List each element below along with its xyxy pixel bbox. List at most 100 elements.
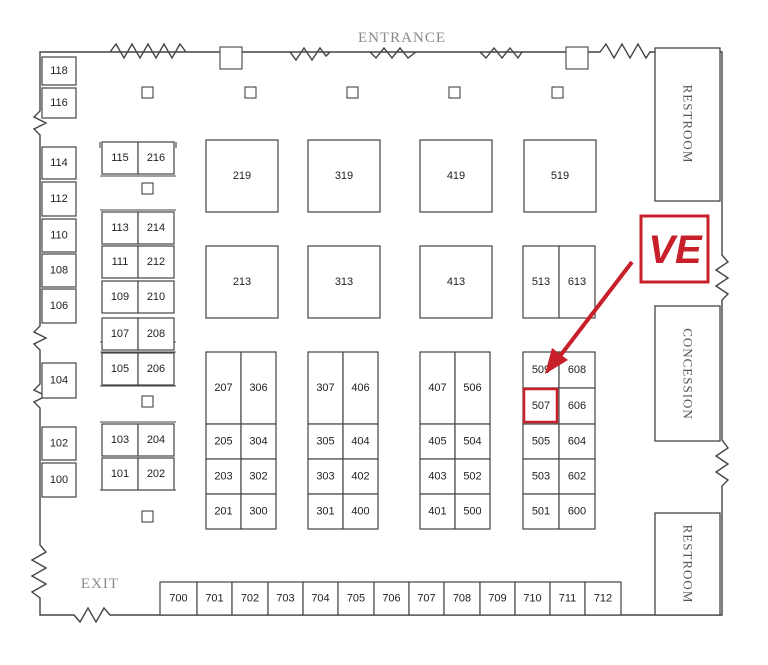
booth-303[interactable]: 303 [307,458,344,495]
booth-413[interactable]: 413 [419,245,493,319]
booth-703[interactable]: 703 [267,581,304,616]
booth-111[interactable]: 111 [101,245,139,279]
booth-104[interactable]: 104 [41,362,77,399]
booth-label: 401 [428,506,446,518]
booth-label: 504 [463,436,481,448]
booth-label: 206 [147,363,165,375]
booth-112[interactable]: 112 [41,181,77,217]
booth-110[interactable]: 110 [41,218,77,253]
booth-207[interactable]: 207 [205,351,242,425]
booth-label: 304 [249,436,267,448]
booth-118[interactable]: 118 [41,56,77,86]
booth-106[interactable]: 106 [41,288,77,324]
booth-600[interactable]: 600 [558,493,596,530]
booth-501[interactable]: 501 [522,493,560,530]
booth-label: 301 [316,506,334,518]
booth-406[interactable]: 406 [342,351,379,425]
booth-219[interactable]: 219 [205,139,279,213]
booth-319[interactable]: 319 [307,139,381,213]
booth-label: 115 [111,152,129,164]
restroom-top[interactable]: RESTROOM [654,47,721,202]
booth-708[interactable]: 708 [443,581,481,616]
booth-604[interactable]: 604 [558,423,596,460]
booth-201[interactable]: 201 [205,493,242,530]
booth-label: 219 [233,170,251,182]
booth-105[interactable]: 105 [101,352,139,386]
booth-label: 116 [50,97,68,109]
booth-502[interactable]: 502 [454,458,491,495]
booth-208[interactable]: 208 [137,317,175,351]
booth-102[interactable]: 102 [41,426,77,461]
booth-419[interactable]: 419 [419,139,493,213]
booth-709[interactable]: 709 [479,581,516,616]
booth-705[interactable]: 705 [337,581,375,616]
booth-711[interactable]: 711 [549,581,586,616]
booth-707[interactable]: 707 [408,581,445,616]
booth-108[interactable]: 108 [41,253,77,288]
booth-109[interactable]: 109 [101,280,139,314]
booth-402[interactable]: 402 [342,458,379,495]
booth-301[interactable]: 301 [307,493,344,530]
booth-613[interactable]: 613 [558,245,596,319]
restroom-bottom[interactable]: RESTROOM [654,512,721,616]
booth-103[interactable]: 103 [101,423,139,457]
booth-107[interactable]: 107 [101,317,139,351]
booth-401[interactable]: 401 [419,493,456,530]
booth-407[interactable]: 407 [419,351,456,425]
booth-label: 400 [351,506,369,518]
booth-306[interactable]: 306 [240,351,277,425]
booth-506[interactable]: 506 [454,351,491,425]
booth-213[interactable]: 213 [205,245,279,319]
booth-100[interactable]: 100 [41,462,77,498]
booth-710[interactable]: 710 [514,581,551,616]
booth-503[interactable]: 503 [522,458,560,495]
booth-404[interactable]: 404 [342,423,379,460]
booth-115[interactable]: 115 [101,141,139,175]
booth-206[interactable]: 206 [137,352,175,386]
booth-505[interactable]: 505 [522,423,560,460]
booth-203[interactable]: 203 [205,458,242,495]
booth-400[interactable]: 400 [342,493,379,530]
booth-214[interactable]: 214 [137,211,175,245]
booth-113[interactable]: 113 [101,211,139,245]
booth-704[interactable]: 704 [302,581,339,616]
booth-114[interactable]: 114 [41,146,77,180]
svg-text:VE: VE [648,228,703,272]
booth-label: 407 [428,382,446,394]
booth-712[interactable]: 712 [584,581,622,616]
booth-202[interactable]: 202 [137,457,175,491]
booth-label: 604 [568,436,586,448]
booth-210[interactable]: 210 [137,280,175,314]
booth-label: 106 [50,300,68,312]
booth-405[interactable]: 405 [419,423,456,460]
booth-305[interactable]: 305 [307,423,344,460]
booth-700[interactable]: 700 [159,581,198,616]
booth-602[interactable]: 602 [558,458,596,495]
booth-label: 203 [214,471,232,483]
booth-307[interactable]: 307 [307,351,344,425]
booth-701[interactable]: 701 [196,581,233,616]
booth-101[interactable]: 101 [101,457,139,491]
booth-205[interactable]: 205 [205,423,242,460]
booth-label: 319 [335,170,353,182]
booth-212[interactable]: 212 [137,245,175,279]
booth-302[interactable]: 302 [240,458,277,495]
booth-403[interactable]: 403 [419,458,456,495]
booth-304[interactable]: 304 [240,423,277,460]
booth-300[interactable]: 300 [240,493,277,530]
booth-label: 507 [532,400,550,412]
booth-702[interactable]: 702 [231,581,269,616]
booth-504[interactable]: 504 [454,423,491,460]
booth-606[interactable]: 606 [558,387,596,425]
booth-216[interactable]: 216 [137,141,175,175]
booth-706[interactable]: 706 [373,581,410,616]
booth-500[interactable]: 500 [454,493,491,530]
booth-204[interactable]: 204 [137,423,175,457]
booth-513[interactable]: 513 [522,245,560,319]
booth-507[interactable]: 507 [522,387,560,425]
booth-label: 711 [559,593,577,605]
booth-313[interactable]: 313 [307,245,381,319]
concession-area[interactable]: CONCESSION [654,305,721,442]
booth-116[interactable]: 116 [41,87,77,119]
booth-519[interactable]: 519 [523,139,597,213]
